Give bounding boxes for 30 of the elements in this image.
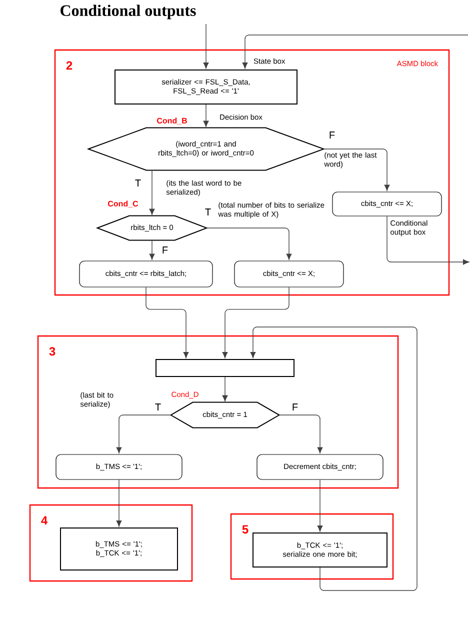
arrow (323, 148, 390, 191)
condition-name: Cond_C (108, 200, 138, 208)
state-box (156, 359, 294, 377)
arrow (250, 326, 418, 591)
arrow (146, 286, 189, 358)
edge-label: F (292, 404, 298, 410)
arrow (222, 286, 290, 358)
arrow (317, 479, 323, 532)
arrow (116, 414, 172, 454)
edge-label: F (162, 246, 168, 254)
edge-label: T (135, 180, 141, 186)
arrow (278, 414, 323, 454)
title: Conditional outputs (60, 4, 196, 20)
edge-label: T (205, 208, 211, 216)
arrow (386, 216, 470, 265)
arrow (242, 34, 468, 69)
block-number: 3 (49, 347, 56, 356)
block-number: 4 (41, 516, 48, 525)
arrow (203, 24, 209, 69)
block-number: 5 (242, 525, 248, 534)
edge-label: T (155, 404, 161, 410)
arrow (206, 228, 292, 260)
condition-name: Cond_B (157, 118, 187, 124)
edge-label: F (330, 132, 335, 138)
arrow (203, 104, 209, 127)
arrow (116, 479, 122, 527)
arrow (149, 240, 155, 260)
block-number: 2 (66, 61, 72, 70)
arrow (149, 170, 155, 215)
arrow (222, 376, 228, 402)
